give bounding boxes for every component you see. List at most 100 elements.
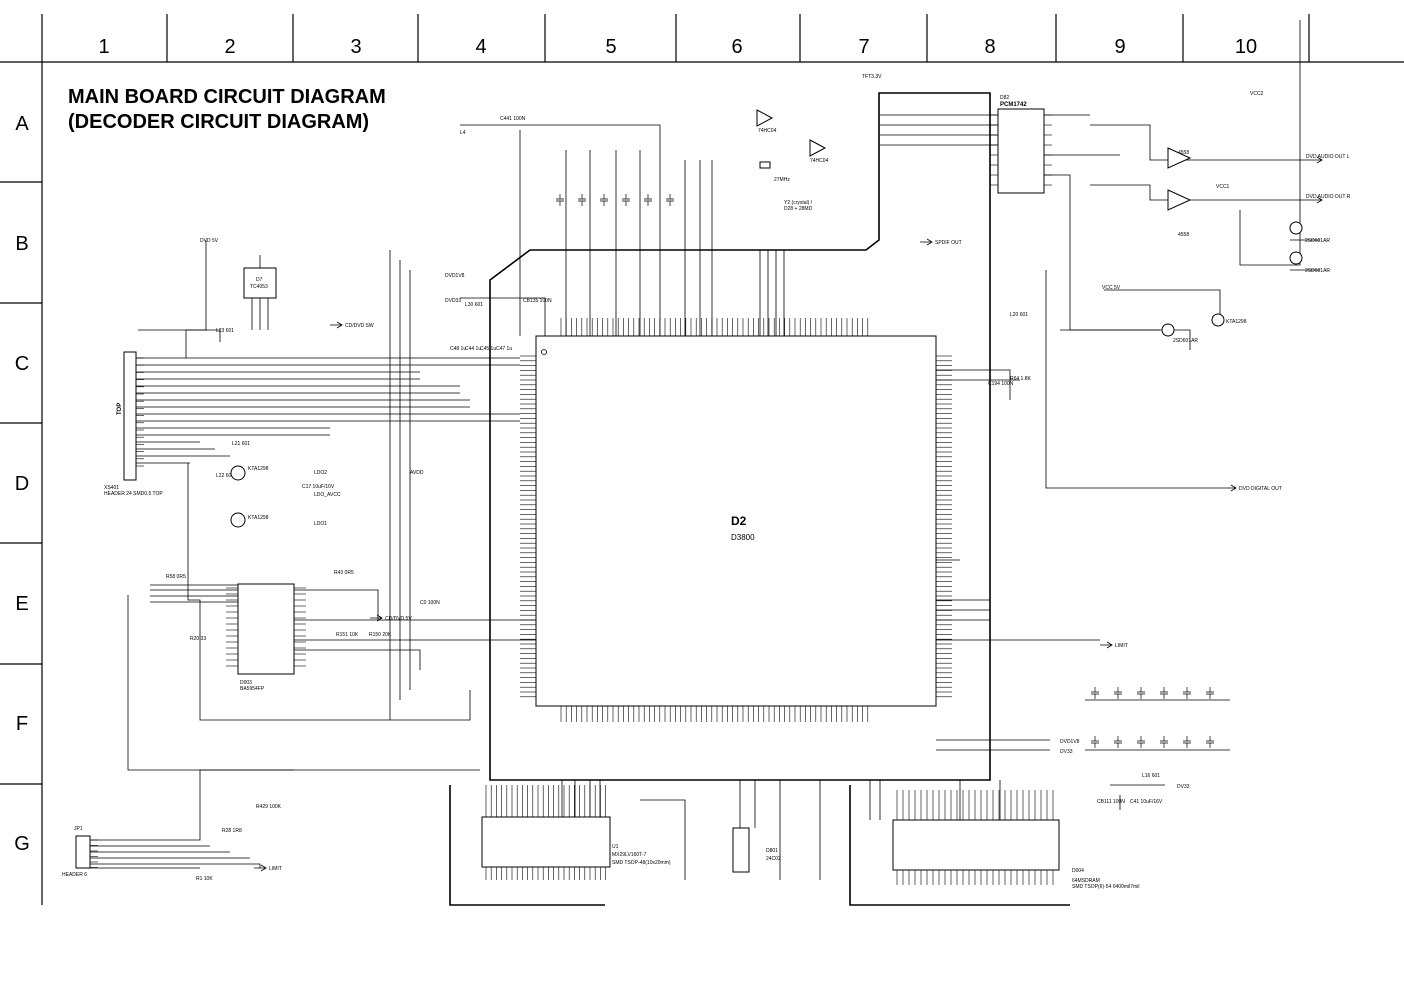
transistor-vd810-part: 2SD601AR	[1305, 268, 1330, 274]
bus-outline-rom	[449, 785, 605, 906]
mux-ref: D7	[256, 277, 263, 283]
rom-pins	[485, 785, 606, 880]
net-avdd: AVDD	[410, 470, 424, 476]
rom-part: MX29LV160T-7	[612, 852, 647, 858]
rom-ref: U1	[612, 844, 619, 850]
eeprom-ref: D801	[766, 848, 778, 854]
label-c0: C0 100N	[420, 600, 440, 606]
transistor-vq504-part: KTA1298	[1226, 319, 1247, 325]
net-dvd1v8-rail: DVD1V8	[1060, 739, 1080, 745]
transistor-vd810-symbol	[1289, 251, 1303, 265]
decoder-pins	[520, 318, 952, 722]
eeprom-body	[732, 827, 750, 873]
capacitor-symbol	[1183, 736, 1191, 748]
cap-bank-feed	[138, 329, 221, 342]
inverter-d6b-symbol	[809, 139, 827, 157]
mux-leads	[251, 255, 269, 330]
col-label-3: 3	[350, 36, 361, 58]
crystal-freq: 27MHz	[774, 177, 790, 183]
transistor-vq504-symbol	[1211, 313, 1225, 327]
connector-xs401: TOP XS401 HEADER 24 SMD0.5 TOP	[104, 351, 163, 497]
cd-dvd-5v-arrow	[370, 614, 383, 622]
rom-body	[481, 816, 611, 868]
digital-out-arrow	[1220, 484, 1237, 492]
label-r150: R150 20K	[369, 632, 392, 638]
column-labels: 1 2 3 4 5 6 7 8 9 10	[98, 36, 1257, 58]
row-label-d: D	[15, 473, 29, 495]
net-ldo2: LDO2	[314, 470, 327, 476]
label-l16: L16 601	[1142, 773, 1160, 779]
small-parts: 74HC04 74HC04 27MHz Y2 (crystal) / D28 +…	[230, 109, 1330, 748]
capacitor-symbol	[1137, 736, 1145, 748]
bus-outline-decoder	[489, 92, 991, 781]
cd-dvd-sw-arrow	[330, 321, 343, 329]
label-c44: C44 1u	[465, 346, 481, 352]
mux-d7: D7 TC4053	[243, 255, 277, 330]
col-label-4: 4	[475, 36, 486, 58]
driver-body	[237, 583, 295, 675]
capacitor-symbol	[556, 194, 564, 206]
sdram-pins	[896, 790, 1054, 885]
driver-pins	[226, 587, 306, 667]
decoder-body	[535, 335, 937, 707]
digital-out-trace	[1045, 270, 1220, 489]
net-dvd-digital-out: DVD DIGITAL OUT	[1239, 486, 1282, 492]
capacitor-symbol	[1183, 687, 1191, 699]
col-label-10: 10	[1235, 36, 1257, 58]
connector-xs401-ref: XS401	[104, 485, 119, 491]
net-dvd5v: DVD 5V	[200, 238, 219, 244]
schematic-wiring	[90, 20, 1323, 880]
capacitor-symbol	[1091, 736, 1099, 748]
col-label-5: 5	[605, 36, 616, 58]
label-cb135: CB135 100N	[523, 298, 552, 304]
transistor-vd830-part: 2SD601AR	[1305, 238, 1330, 244]
net-dvd33: DVD33	[445, 298, 461, 304]
rom-u1: U1 MX29LV160T-7 SMD TSOP-48(10x20mm)	[481, 785, 671, 880]
transistor-vd830-symbol	[1289, 221, 1303, 235]
connector-jp1-ref: JP1	[74, 826, 83, 832]
decoder-right-traces	[936, 369, 1100, 641]
transistor-kq528-part: 2SD601AR	[1173, 338, 1198, 344]
connector-xs401-body	[123, 351, 137, 481]
net-dvd1v8: DVD1V8	[445, 273, 465, 279]
eeprom-d801: D801 24C02	[732, 827, 781, 873]
top-supply-traces	[460, 124, 661, 336]
sdram-bus-traces	[869, 780, 1001, 820]
transistor-vd10-part: KTA1298	[248, 466, 269, 472]
sdram-supply-trace	[1110, 784, 1165, 810]
decoupling-rails	[1085, 699, 1230, 751]
capacitor-symbol	[1114, 687, 1122, 699]
label-cb111: CB111 100N	[1097, 799, 1125, 805]
rom-package: SMD TSOP-48(10x20mm)	[612, 860, 671, 866]
grid-frame	[0, 14, 1404, 905]
transistor-vd11-symbol	[230, 512, 246, 528]
decoder-part: D3800	[731, 533, 755, 542]
driver-outputs	[294, 589, 536, 670]
dac-ref: D82	[1000, 95, 1009, 101]
dac-body	[997, 108, 1045, 194]
connector-traces	[136, 357, 520, 464]
col-label-6: 6	[731, 36, 742, 58]
inverter-d6a-symbol	[756, 109, 774, 127]
capacitor-symbol	[1160, 687, 1168, 699]
sdram-ref: D004	[1072, 868, 1084, 874]
capacitor-symbol	[1206, 687, 1214, 699]
label-c48: C48 1u	[450, 346, 466, 352]
eeprom-traces	[640, 780, 821, 880]
driver-d003: D003 BA5954FP	[226, 583, 306, 692]
row-label-a: A	[15, 113, 29, 135]
opamp-b-part: 4558	[1178, 232, 1189, 238]
crystal-symbol	[759, 161, 771, 169]
limit2-arrow	[254, 864, 267, 872]
driver-ref: D003	[240, 680, 252, 686]
opamp-a-part: 4558	[1178, 150, 1189, 156]
supply-rail-traces	[936, 739, 1050, 751]
label-c17: C17 10uF/16V	[302, 484, 335, 490]
mux-body	[243, 267, 277, 299]
label-l4: L4	[460, 130, 466, 136]
dvd5v-feed	[185, 240, 207, 358]
inverter-d6b-part: 74HC04	[810, 158, 829, 164]
row-label-c: C	[15, 353, 29, 375]
label-c47: C47 1u	[496, 346, 512, 352]
